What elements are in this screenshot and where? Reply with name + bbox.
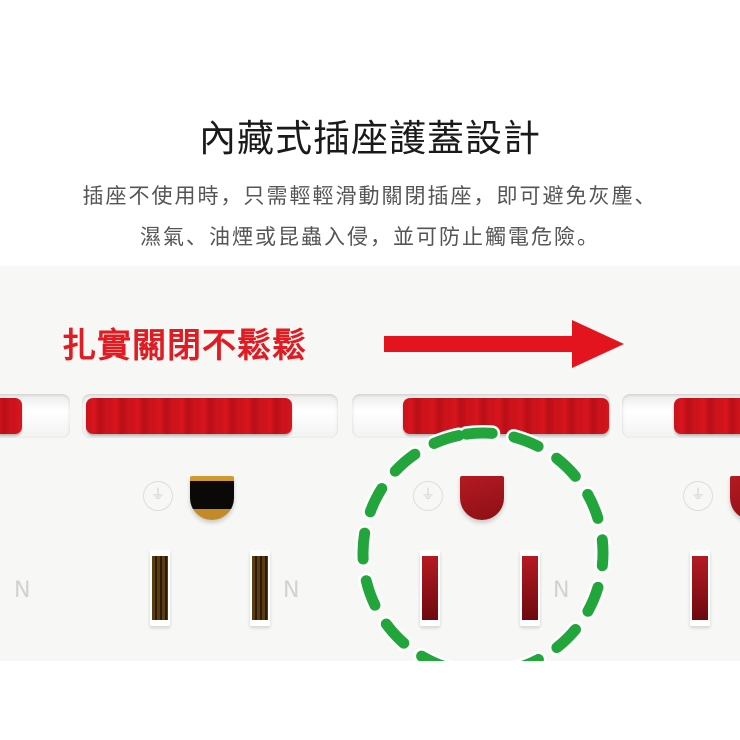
ground-hole-covered (460, 476, 504, 520)
neutral-label: N (283, 578, 300, 603)
ground-hole (190, 476, 234, 520)
arrow-shaft (384, 336, 574, 352)
description-line-1: 插座不使用時，只需輕輕滑動關閉插座，即可避免灰塵、 (82, 184, 658, 208)
neutral-slot-covered (520, 550, 540, 626)
live-slot-covered (420, 550, 440, 626)
neutral-label: N (553, 578, 570, 603)
highlight-circle-icon (355, 425, 611, 681)
description-line-2: 濕氣、油煙或昆蟲入侵，並可防止觸電危險。 (140, 225, 600, 249)
neutral-label: N (14, 578, 31, 603)
arrow-head (572, 320, 624, 368)
bottom-margin (0, 661, 740, 740)
outlet-cover-slider-2 (403, 398, 609, 434)
headline-tagline: 扎實關閉不鬆鬆 (62, 326, 307, 366)
ground-hole-covered (730, 476, 740, 520)
outlet-cover-slider-0 (0, 398, 22, 434)
ground-symbol-icon: ⏚ (143, 481, 173, 511)
live-slot-covered (690, 550, 710, 626)
page-title: 內藏式插座護蓋設計 (199, 117, 541, 160)
live-slot (150, 550, 170, 626)
ground-symbol-icon: ⏚ (683, 481, 713, 511)
neutral-slot (250, 550, 270, 626)
ground-symbol-icon: ⏚ (413, 481, 443, 511)
outlet-cover-slider-1 (86, 398, 292, 434)
outlet-cover-slider-3 (674, 398, 740, 434)
